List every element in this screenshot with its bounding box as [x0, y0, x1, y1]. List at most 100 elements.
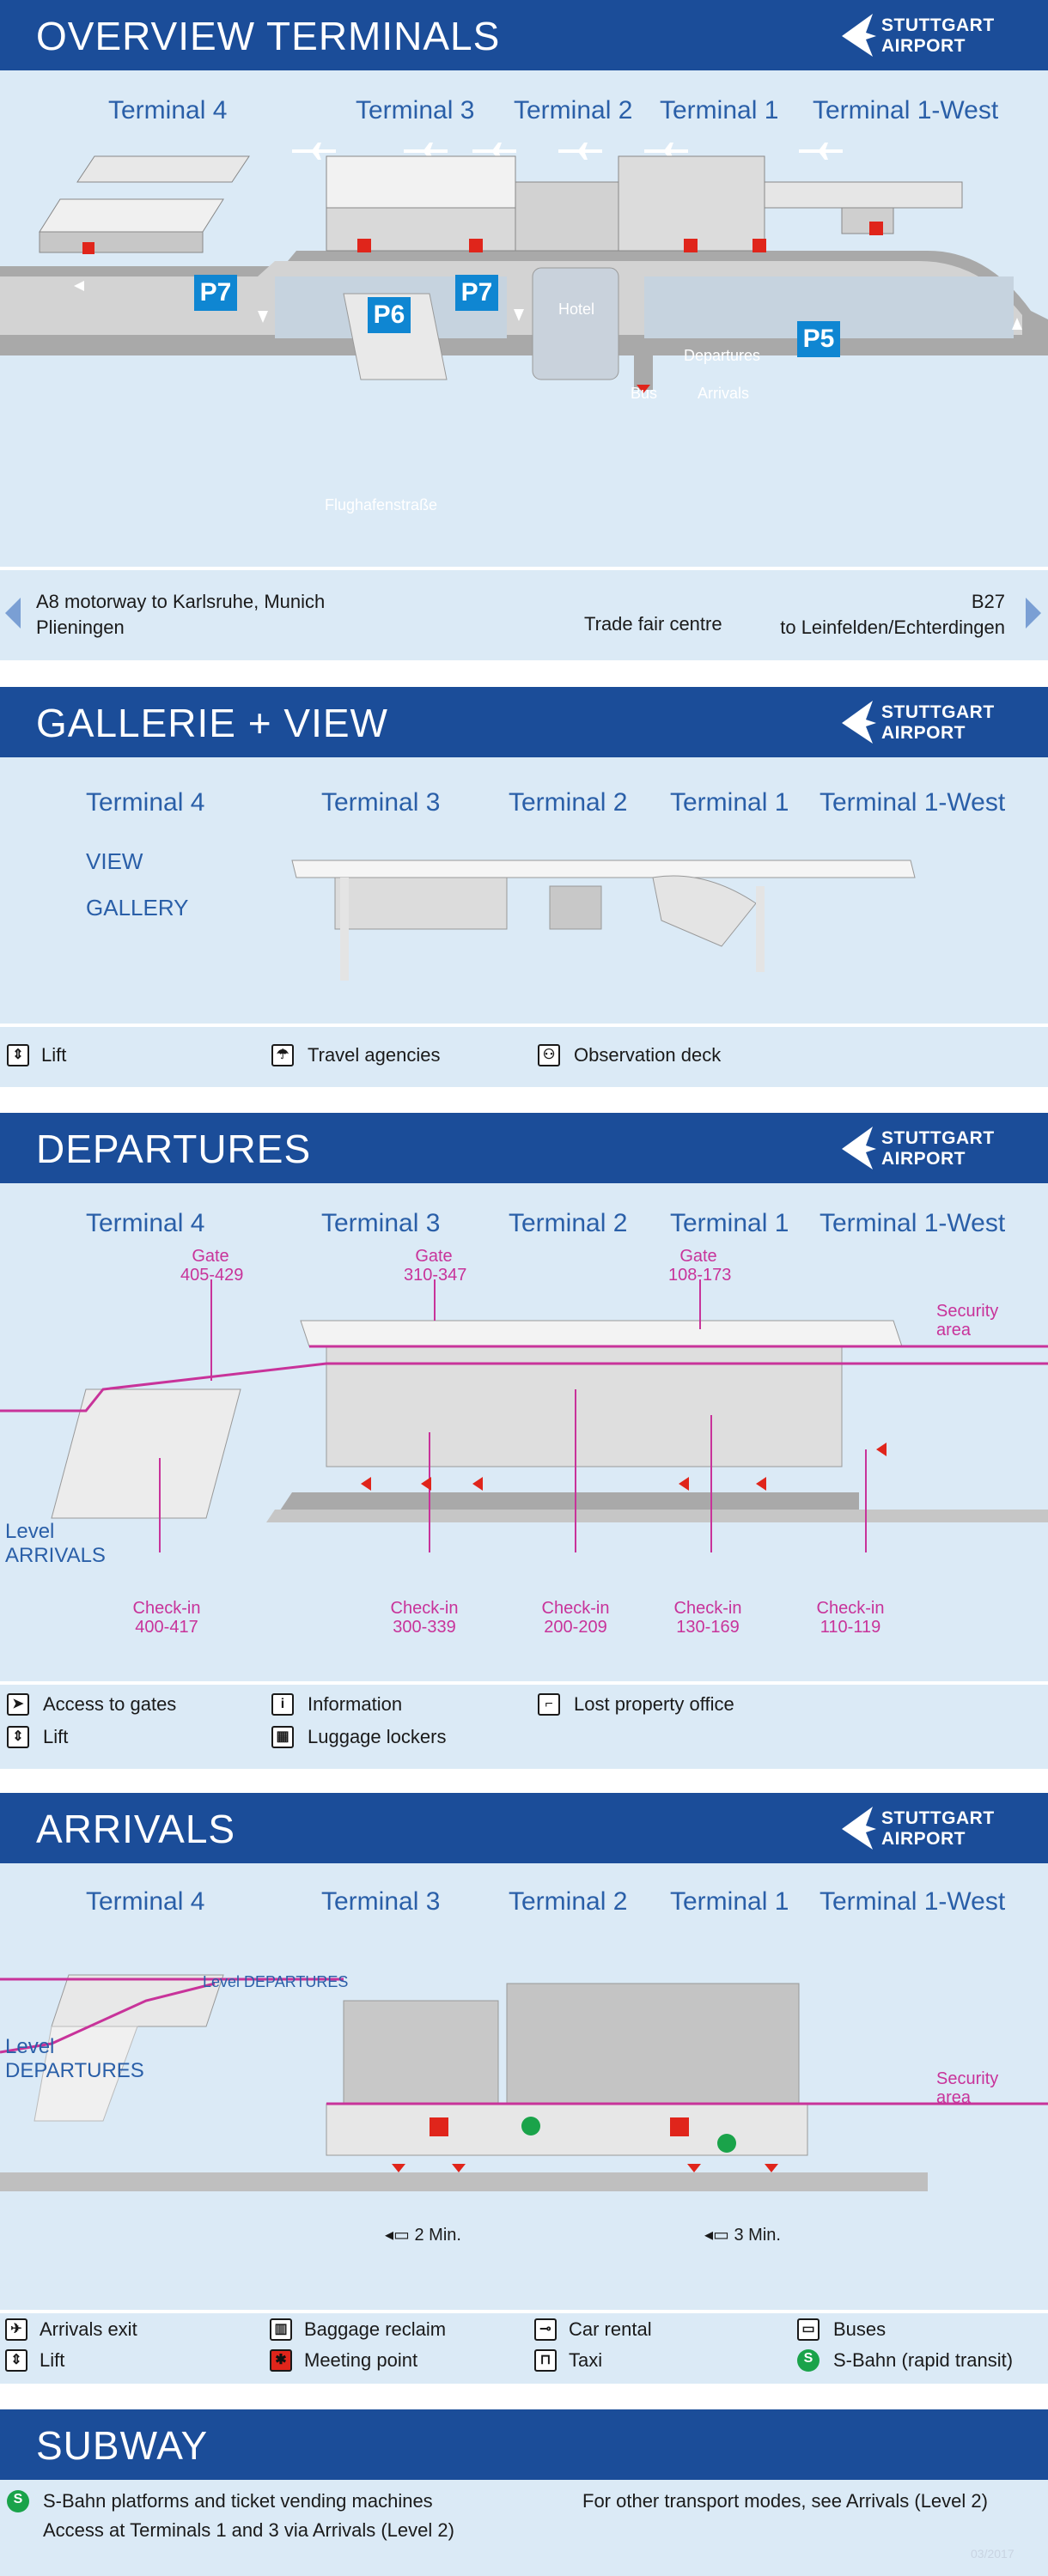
legend-buses: Buses: [833, 2318, 887, 2340]
checkin-label: Check-in: [816, 1599, 885, 1618]
terminal-2-label: Terminal 2: [509, 1209, 628, 1237]
legend-arrivals-exit: Arrivals exit: [40, 2318, 137, 2340]
checkin-label: Check-in: [132, 1599, 201, 1618]
gate-range: 310-347: [404, 1266, 467, 1285]
legend-car-rental: Car rental: [569, 2318, 652, 2340]
arrivals-legend: ✈ Arrivals exit ▥ Baggage reclaim ⊸ Car …: [0, 2310, 1048, 2384]
terminal-1-west-label: Terminal 1-West: [820, 1209, 1006, 1237]
parking-p7-east: P7: [455, 275, 498, 311]
legend-information: Information: [308, 1693, 403, 1715]
print-date: 03/2017: [971, 2547, 1014, 2561]
logo-line-1: STUTTGART: [881, 702, 995, 722]
terminal-4-label: Terminal 4: [86, 788, 205, 817]
gallery-drawing: [291, 860, 916, 981]
pointer-lines: [159, 1279, 867, 1552]
trade-fair-label: Trade fair centre: [584, 613, 722, 635]
level-line-1: Level: [5, 2035, 55, 2058]
gate-label: Gate: [415, 1247, 453, 1266]
gallery-legend: ⇕ Lift ☂ Travel agencies ⚇ Observation d…: [0, 1024, 1048, 1087]
arrow-right-icon[interactable]: [1022, 596, 1043, 630]
terminal-1-label: Terminal 1: [670, 1209, 789, 1237]
gate-label: Gate: [679, 1247, 717, 1266]
logo-line-1: STUTTGART: [881, 1128, 995, 1148]
arrow-left-icon[interactable]: [3, 596, 24, 630]
subway-line-1: S-Bahn platforms and ticket vending mach…: [43, 2490, 433, 2512]
aircraft-icons: [292, 143, 843, 160]
level-view-label: VIEW: [86, 848, 143, 874]
checkin-range: 130-169: [676, 1618, 740, 1637]
hotel-label: Hotel: [558, 301, 595, 318]
gate-label: Gate: [192, 1247, 229, 1266]
entrance-arrows: [82, 222, 883, 393]
checkin-range: 300-339: [393, 1618, 456, 1637]
checkin-label: Check-in: [673, 1599, 742, 1618]
travel-agency-icon: ☂: [271, 1044, 294, 1066]
terminal-1-west-label: Terminal 1-West: [820, 788, 1006, 817]
lost-property-icon: ⌐: [538, 1693, 560, 1716]
legend-access-gates: Access to gates: [43, 1693, 177, 1715]
terminal-4-label: Terminal 4: [86, 1887, 205, 1916]
bus-icon: ◂▭: [385, 2226, 415, 2245]
terminal-3-label: Terminal 3: [321, 1209, 441, 1237]
legend-observation-deck: Observation deck: [574, 1044, 722, 1066]
security-line-1: Security: [936, 1302, 999, 1321]
bus-icon: ▭: [797, 2318, 820, 2341]
overview-footer: A8 motorway to Karlsruhe, Munich Plienin…: [0, 567, 1048, 660]
plane-logo-icon: [842, 14, 876, 57]
terminal-2-label: Terminal 2: [509, 1887, 628, 1916]
terminal-2-label: Terminal 2: [514, 96, 633, 125]
lift-icon: ⇕: [7, 1044, 29, 1066]
parking-p5: P5: [797, 321, 840, 357]
arrivals-map: Terminal 4 Terminal 3 Terminal 2 Termina…: [0, 1863, 1048, 2310]
checkin-range: 110-119: [820, 1618, 881, 1637]
street-label: Flughafenstraße: [325, 496, 438, 513]
terminal-2-label: Terminal 2: [509, 788, 628, 817]
arrivals-label: Arrivals: [698, 385, 750, 402]
subway-info: S S-Bahn platforms and ticket vending ma…: [0, 2480, 1048, 2576]
plane-logo-icon: [842, 1127, 876, 1170]
terminal-1-label: Terminal 1: [670, 1887, 789, 1916]
checkin-label: Check-in: [541, 1599, 610, 1618]
meeting-point-icon: ✱: [270, 2349, 292, 2372]
walk-time-terminal-1: ◂▭ 3 Min.: [704, 2224, 781, 2245]
legend-meeting-point: Meeting point: [304, 2349, 418, 2371]
information-icon: i: [271, 1693, 294, 1716]
subway-other-transport: For other transport modes, see Arrivals …: [582, 2490, 988, 2512]
security-line-2: area: [936, 1321, 972, 1340]
gallery-map: Terminal 4 Terminal 3 Terminal 2 Termina…: [0, 757, 1048, 1024]
level-line-2: ARRIVALS: [5, 1544, 106, 1567]
logo-line-2: AIRPORT: [881, 1829, 966, 1849]
subway-section: SUBWAY S S-Bahn platforms and ticket ven…: [0, 2409, 1048, 2576]
lift-icon: ⇕: [5, 2349, 27, 2372]
logo-line-1: STUTTGART: [881, 15, 995, 35]
subway-header: SUBWAY: [0, 2409, 1048, 2480]
exit-arrows: [392, 2164, 778, 2172]
legend-sbahn: S-Bahn (rapid transit): [833, 2349, 1014, 2371]
legend-taxi: Taxi: [569, 2349, 603, 2371]
logo-line-1: STUTTGART: [881, 1808, 995, 1828]
access-gates-icon: ➤: [7, 1693, 29, 1716]
parking-p6: P6: [368, 297, 411, 333]
terminal-1-west-label: Terminal 1-West: [813, 96, 999, 125]
departures-map: Terminal 4 Terminal 3 Terminal 2 Termina…: [0, 1183, 1048, 1681]
parking-p7-west: P7: [194, 275, 237, 311]
terminal-4-label: Terminal 4: [86, 1209, 205, 1237]
arrivals-exit-icon: ✈: [5, 2318, 27, 2341]
